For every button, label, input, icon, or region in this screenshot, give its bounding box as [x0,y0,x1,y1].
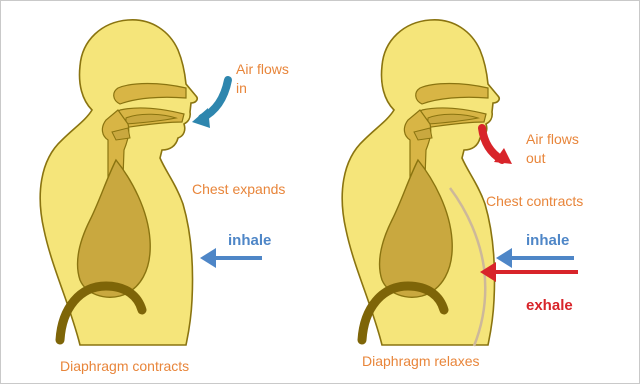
chest-contracts-label: Chest contracts [486,192,583,211]
chest-expands-label: Chest expands [192,180,285,199]
left-figure [40,20,197,345]
right-inhale-arrow [496,248,574,268]
diaphragm-contracts-label: Diaphragm contracts [60,357,189,376]
diaphragm-relaxes-label: Diaphragm relaxes [362,352,480,371]
right-inhale-label: inhale [526,231,569,250]
exhale-arrow [480,262,578,282]
exhale-label: exhale [526,296,573,315]
left-inhale-label: inhale [228,231,271,250]
air-out-arrow [482,128,512,164]
right-figure [342,20,499,345]
air-flows-in-label: Air flows in [236,60,289,98]
left-inhale-arrow [200,248,262,268]
air-flows-out-label: Air flows out [526,130,579,168]
air-in-arrow [192,80,228,128]
